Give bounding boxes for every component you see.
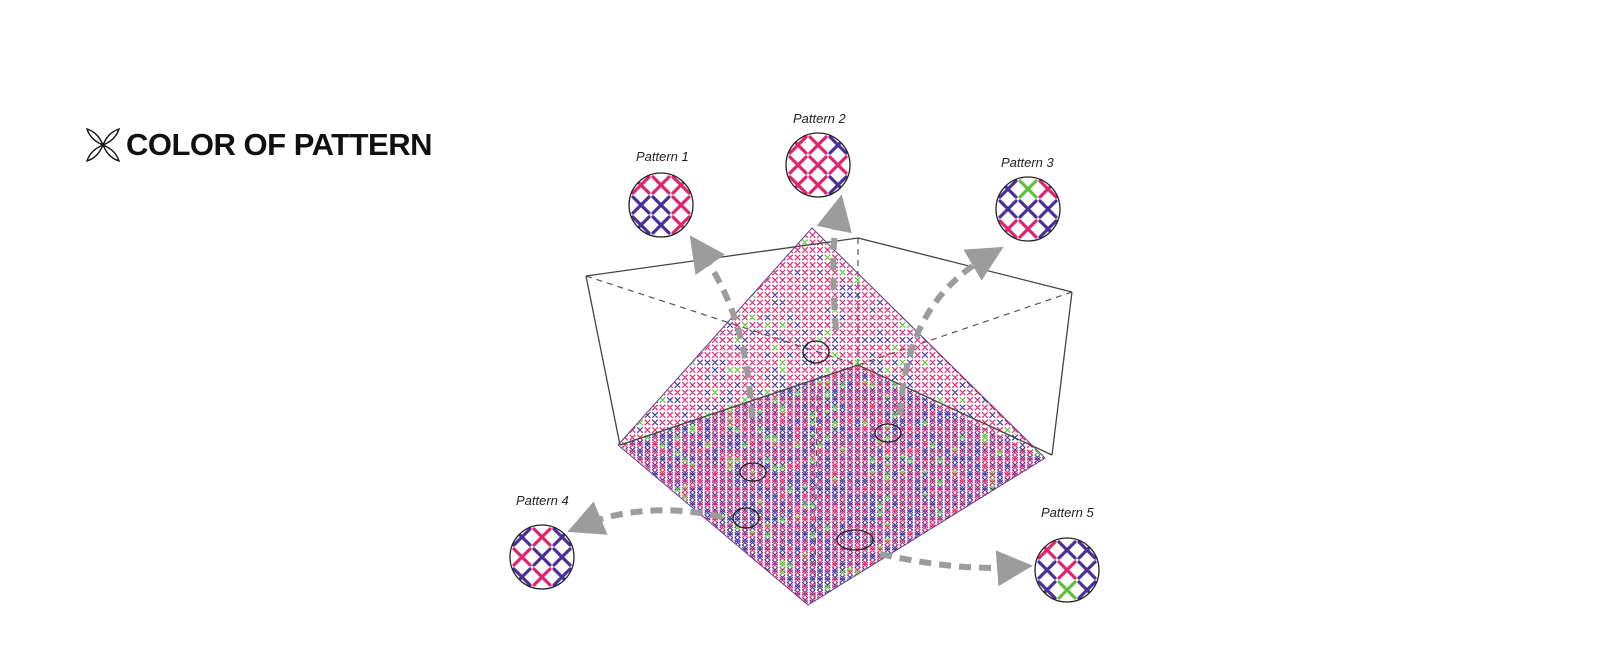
stitch-pink (651, 175, 671, 195)
pattern-2-label: Pattern 2 (793, 111, 847, 126)
stitch-pink (788, 155, 808, 175)
stitch-purple (552, 547, 572, 567)
cross-stitch-x-icon (85, 127, 121, 163)
stitch-purple (631, 195, 651, 215)
sample-marker-5 (836, 529, 874, 551)
stitch-pink (828, 155, 848, 175)
sample-markers (732, 340, 902, 551)
stitch-purple (1037, 560, 1057, 580)
pattern-4-label: Pattern 4 (516, 493, 569, 508)
arrow-pattern-3 (897, 246, 1004, 416)
swatch-ring (1034, 537, 1100, 603)
pattern-2: Pattern 2 (785, 111, 851, 198)
stitch-pink (808, 175, 828, 195)
sample-marker-4 (732, 507, 760, 529)
top-surface (618, 228, 1045, 605)
sample-marker-2 (874, 423, 902, 443)
stitch-pink (671, 195, 691, 215)
pattern-3: Pattern 3 (995, 155, 1061, 242)
pattern-1-label: Pattern 1 (636, 149, 689, 164)
stitch-pink (532, 527, 552, 547)
arrow-pattern-1 (689, 235, 755, 419)
stitch-purple (1057, 540, 1077, 560)
pattern-4: Pattern 4 (509, 493, 575, 590)
stitch-purple (1038, 199, 1058, 219)
box-back-edges (585, 238, 1073, 366)
stitch-pink (532, 567, 552, 587)
swatch-ring (628, 172, 694, 238)
stitch-pink (1057, 560, 1077, 580)
box-center-dashed (814, 394, 818, 601)
pattern-5: Pattern 5 (1034, 505, 1100, 603)
stitch-pink (1018, 219, 1038, 239)
pattern-3-label: Pattern 3 (1001, 155, 1055, 170)
arrow-pattern-2 (816, 194, 852, 331)
stitch-purple (1077, 560, 1097, 580)
stitch-pink (808, 135, 828, 155)
surface-outline (617, 227, 1046, 606)
stitch-purple (651, 215, 671, 235)
title-text: COLOR OF PATTERN (126, 127, 433, 162)
pattern-1: Pattern 1 (628, 149, 694, 238)
stitch-green (1018, 179, 1038, 199)
stitch-green (1057, 580, 1077, 600)
sample-marker-3 (739, 462, 767, 482)
swatch-ring (785, 132, 851, 198)
arrows (567, 194, 1033, 587)
arrow-pattern-4 (567, 501, 723, 535)
swatch-ring (995, 176, 1061, 242)
stitch-purple (1018, 199, 1038, 219)
surface-stitches-purple (618, 228, 1045, 605)
stitch-pink (512, 547, 532, 567)
pattern-5-label: Pattern 5 (1041, 505, 1095, 520)
stitch-purple (998, 199, 1018, 219)
page-title: COLOR OF PATTERN (84, 126, 433, 164)
stitch-purple (532, 547, 552, 567)
stitch-pink (808, 155, 828, 175)
pattern-swatches: Pattern 1 Pattern 2 Pattern 3 Pattern 4 … (509, 111, 1100, 603)
swatch-ring (509, 524, 575, 590)
stitch-purple (651, 195, 671, 215)
sample-marker-1 (802, 340, 830, 364)
arrow-pattern-5 (879, 550, 1033, 587)
